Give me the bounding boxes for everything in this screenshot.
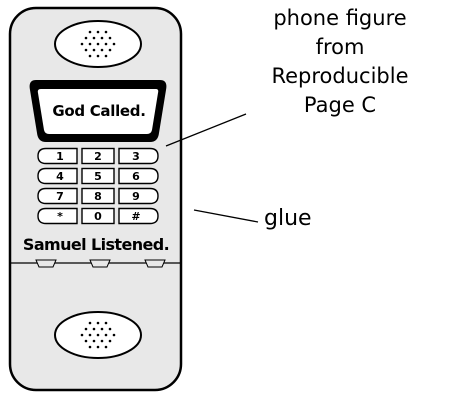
keypad-key: 1 [37,147,78,165]
speaker-dot [104,333,108,337]
speaker-dot [84,48,88,52]
speaker-dot [100,48,104,52]
speaker-dot [84,339,88,343]
speaker-dot [88,30,92,34]
speaker-dot [96,30,100,34]
keypad-key-label: 9 [132,190,140,203]
keypad-key-label: 0 [94,210,102,223]
speaker-dot [108,327,112,331]
speaker-dot [104,54,108,58]
speaker-dot [88,333,92,337]
glue-tab-right [144,259,166,268]
keypad-key: # [118,207,159,225]
phone-screen [29,80,167,142]
speaker-dot [80,333,84,337]
phone-figure-annotation: phone figure from Reproducible Page C [250,4,430,120]
keypad-key: 9 [118,187,159,205]
keypad-key: 7 [37,187,78,205]
glue-annotation: glue [264,206,312,231]
keypad-key: * [37,207,78,225]
glue-tab-left [35,259,57,268]
annotation-line-1: phone figure [273,6,407,30]
speaker-dot [104,321,108,325]
speaker-dot [104,42,108,46]
speaker-dot [112,42,116,46]
phone-figure-leader [165,113,247,147]
speaker-dot [96,42,100,46]
top-speaker [54,20,142,68]
keypad: 1 2 3 4 5 6 7 8 9 * 0 # [37,147,159,225]
keypad-key-label: 3 [132,150,140,163]
speaker-dots-top [80,30,116,58]
keypad-key-label: 5 [94,170,102,183]
speaker-dot [100,36,104,40]
speaker-dot [96,54,100,58]
speaker-dot [104,30,108,34]
speaker-dot [92,48,96,52]
keypad-key-label: 8 [94,190,102,203]
speaker-dot [92,36,96,40]
speaker-dot [96,333,100,337]
bottom-speaker [54,311,142,359]
keypad-key-label: 6 [132,170,140,183]
annotation-line-3: Reproducible [271,64,409,88]
keypad-key: 8 [81,187,115,205]
annotation-line-4: Page C [303,93,377,117]
keypad-key: 4 [37,167,78,185]
speaker-dot [92,327,96,331]
speaker-dot [108,36,112,40]
keypad-key-label: 4 [56,170,64,183]
speaker-dot [96,321,100,325]
keypad-key: 2 [81,147,115,165]
keypad-key-label: * [57,210,63,223]
glue-tab-middle [89,259,111,268]
speaker-dot [88,54,92,58]
annotation-line-2: from [315,35,365,59]
speaker-dot [104,345,108,349]
speaker-dot [84,327,88,331]
glue-leader [193,209,259,223]
keypad-key: 3 [118,147,159,165]
keypad-key: 0 [81,207,115,225]
speaker-dot [92,339,96,343]
speaker-dot [80,42,84,46]
speaker-dot [100,339,104,343]
keypad-key-label: 1 [56,150,64,163]
speaker-dot [108,48,112,52]
keypad-key-label: 2 [94,150,102,163]
speaker-dot [100,327,104,331]
speaker-dot [88,321,92,325]
keypad-key-label: # [131,210,140,223]
screen-text: God Called. [52,102,146,120]
speaker-dot [88,345,92,349]
phone-caption: Samuel Listened. [22,235,170,254]
keypad-key-label: 7 [56,190,64,203]
speaker-dot [112,333,116,337]
keypad-key: 5 [81,167,115,185]
keypad-key: 6 [118,167,159,185]
speaker-dot [88,42,92,46]
speaker-dot [108,339,112,343]
speaker-dot [96,345,100,349]
speaker-dots-bottom [80,321,116,349]
speaker-dot [84,36,88,40]
